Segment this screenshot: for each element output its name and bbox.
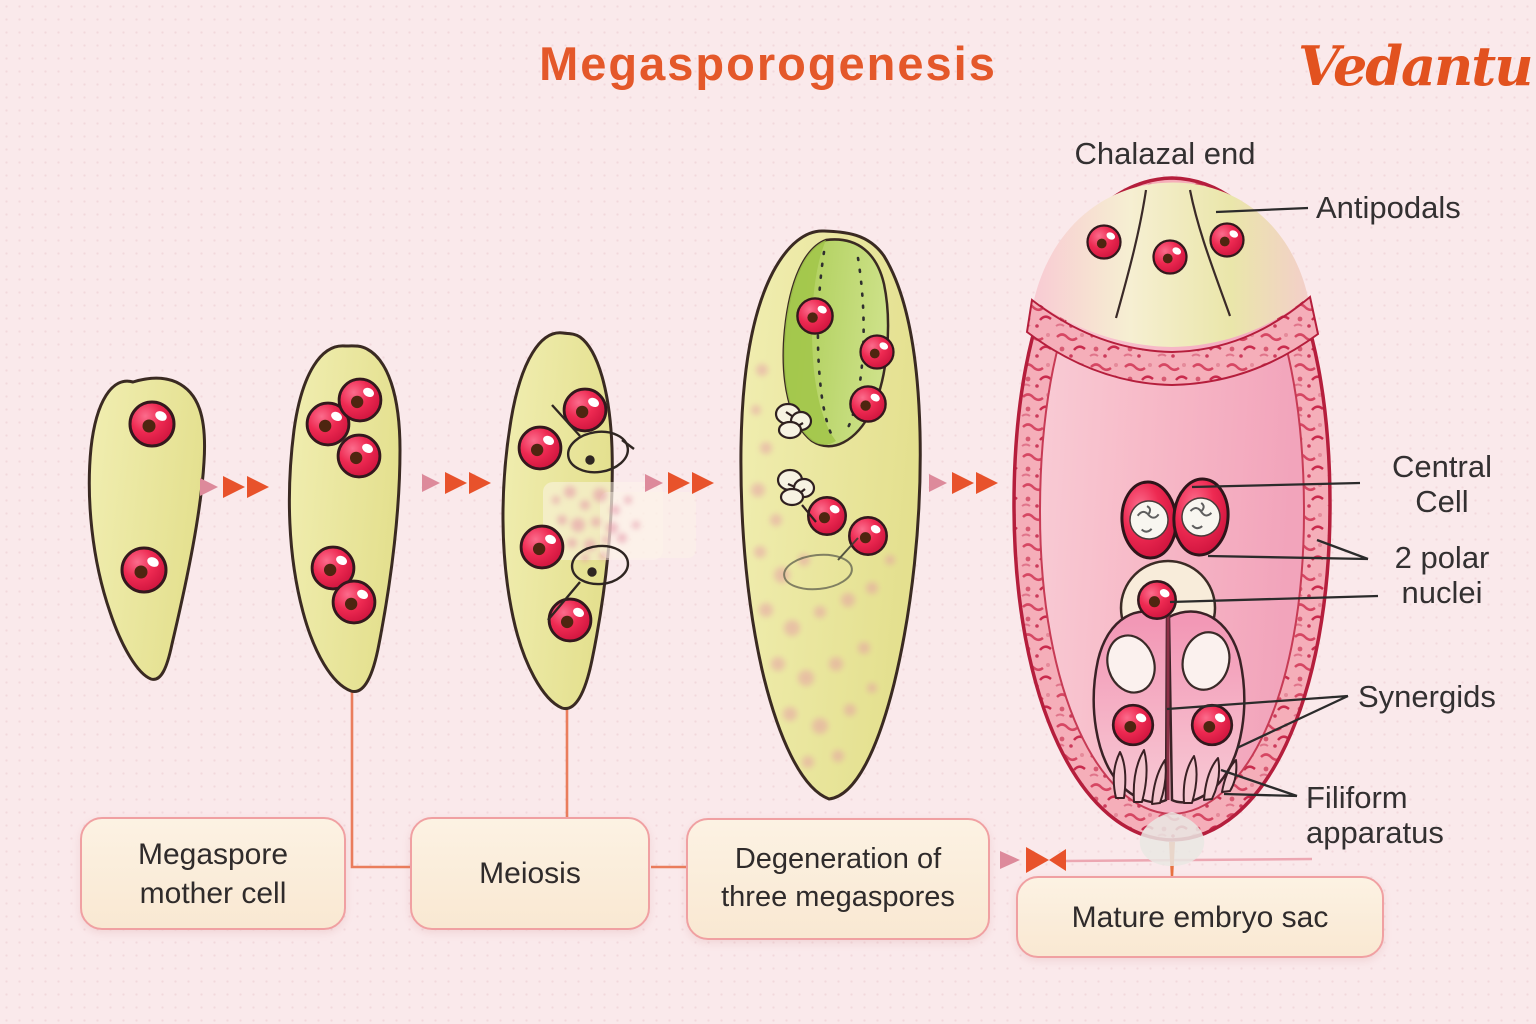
antipodal-cells [1025,182,1320,387]
label-synergids: Synergids [1358,679,1496,714]
stage-arrow-icon [200,476,269,498]
filiform-apparatus-shape [1112,749,1238,805]
functional-megaspore-cell-shape [739,229,922,801]
degenerating-speckles [552,486,640,562]
stage-box-degeneration: Degeneration of three megaspores [686,818,990,940]
stage-box-meiosis: Meiosis [410,817,650,930]
stage-box-label: Megaspore mother cell [137,837,289,910]
stage-box-megaspore-mother-cell: Megaspore mother cell [80,817,346,930]
stage-box-label: Degeneration of three megaspores [721,843,955,913]
megaspore-dashed-lines [816,250,865,438]
leader-lines [1166,206,1379,798]
page-title: Megasporogenesis [539,37,997,90]
megaspore-mother-cell-shape [87,376,207,681]
box-arrow-icon [1000,847,1066,873]
stage-arrow-icon [929,472,998,494]
stage-box-mature-embryo-sac: Mature embryo sac [1016,876,1384,958]
micropylar-tip [1139,812,1205,866]
degenerating-speckles [751,364,895,768]
dyad-cell-shape [287,344,402,693]
connector-lines [350,688,686,869]
stage-box-label: Mature embryo sac [1071,900,1329,934]
mature-embryo-sac-shape [1012,176,1332,866]
vedantu-logo: Vedantu [1298,34,1534,98]
chalazal-wall-band [1025,295,1320,387]
degenerating-ellipse-sketch [783,537,859,591]
label-polar-nuclei: 2 polar nuclei [1394,540,1490,611]
stage-arrow-icon [422,472,491,494]
label-antipodals: Antipodals [1316,190,1461,225]
tetrad-cell-shape [501,331,696,711]
label-filiform-apparatus: Filiform apparatus [1306,780,1444,851]
degenerating-remnant-blobs [774,402,816,507]
label-chalazal-end: Chalazal end [1074,136,1256,171]
degenerating-cell-sketches [547,404,635,621]
label-central-cell: Central Cell [1392,449,1492,520]
stage-box-label: Meiosis [479,857,581,890]
egg-nucleus [1137,580,1177,620]
